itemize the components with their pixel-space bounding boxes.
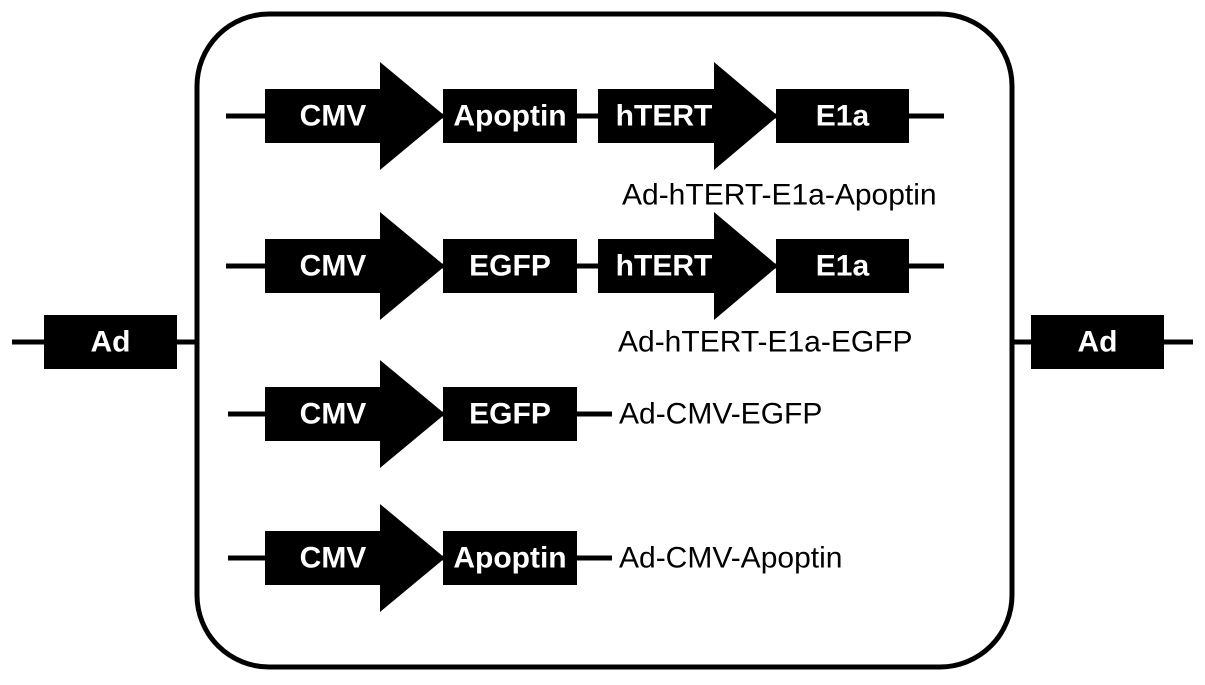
element-label: E1a xyxy=(816,250,870,283)
element-label: EGFP xyxy=(469,398,551,431)
gene-box xyxy=(443,531,577,585)
gene-box xyxy=(776,89,909,143)
right-ad-box xyxy=(1031,315,1164,369)
left-ad-box xyxy=(44,315,177,369)
element-label: CMV xyxy=(300,100,367,133)
promoter-arrow xyxy=(598,62,778,170)
construct-row: CMV Apoptin hTERT E1a Ad-hTERT-E1a-Apopt… xyxy=(226,62,944,212)
element-label: CMV xyxy=(300,542,367,575)
construct-name: Ad-hTERT-E1a-Apoptin xyxy=(622,179,937,212)
construct-name: Ad-CMV-EGFP xyxy=(619,398,822,431)
construct-row: CMV EGFP Ad-CMV-EGFP xyxy=(228,360,822,468)
element-label: CMV xyxy=(300,398,367,431)
element-label: Apoptin xyxy=(453,542,566,575)
gene-box xyxy=(776,239,909,293)
construct-row: CMV Apoptin Ad-CMV-Apoptin xyxy=(228,504,842,612)
gene-box xyxy=(443,387,577,441)
insert-frame xyxy=(194,11,1015,670)
left-ad-label: Ad xyxy=(91,326,131,359)
construct-name: Ad-CMV-Apoptin xyxy=(619,542,842,575)
element-label: hTERT xyxy=(616,100,713,133)
promoter-arrow xyxy=(265,504,445,612)
element-label: hTERT xyxy=(616,250,713,283)
gene-box xyxy=(443,239,577,293)
promoter-arrow xyxy=(598,212,778,320)
element-label: EGFP xyxy=(469,250,551,283)
right-ad-label: Ad xyxy=(1078,326,1118,359)
gene-box xyxy=(443,89,577,143)
construct-row: CMV EGFP hTERT E1a Ad-hTERT-E1a-EGFP xyxy=(226,212,944,359)
element-label: E1a xyxy=(816,100,870,133)
promoter-arrow xyxy=(265,62,445,170)
promoter-arrow xyxy=(265,360,445,468)
construct-name: Ad-hTERT-E1a-EGFP xyxy=(618,326,913,359)
element-label: Apoptin xyxy=(453,100,566,133)
element-label: CMV xyxy=(300,250,367,283)
promoter-arrow xyxy=(265,212,445,320)
